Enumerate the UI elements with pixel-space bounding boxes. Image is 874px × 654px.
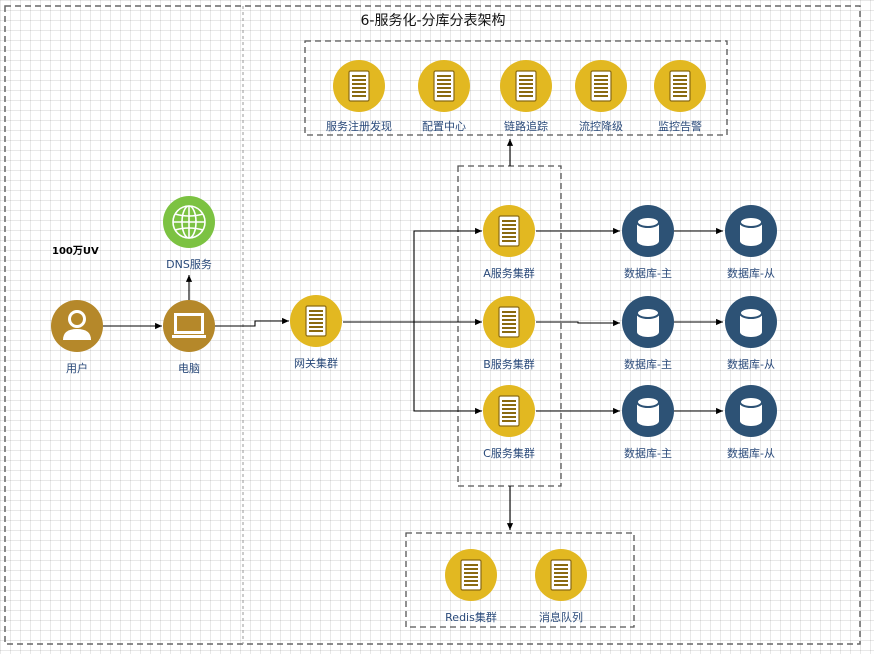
database-icon	[739, 216, 763, 246]
database-icon	[636, 216, 660, 246]
server-icon	[305, 305, 327, 337]
server-icon	[460, 559, 482, 591]
db-c-slave-label: 数据库-从	[727, 447, 775, 460]
dns-node[interactable]	[163, 196, 215, 248]
dns-label: DNS服务	[166, 258, 212, 271]
infra-group	[304, 40, 728, 136]
database-icon	[739, 396, 763, 426]
pc-node[interactable]	[163, 300, 215, 352]
globe-icon	[172, 205, 206, 239]
svc-b-label: B服务集群	[483, 358, 535, 371]
user-icon	[63, 310, 91, 340]
redis-label: Redis集群	[445, 611, 497, 624]
outer-boundary	[4, 5, 861, 645]
server-icon	[433, 70, 455, 102]
gateway-node[interactable]	[290, 295, 342, 347]
svc-a-node[interactable]	[483, 205, 535, 257]
monitor-node[interactable]	[654, 60, 706, 112]
edge-gateway-svc-c	[413, 322, 482, 415]
db-a-slave-node[interactable]	[725, 205, 777, 257]
edges	[103, 139, 723, 530]
monitor-icon	[172, 313, 206, 338]
tracing-label: 链路追踪	[504, 120, 548, 133]
server-icon	[515, 70, 537, 102]
gateway-label: 网关集群	[294, 357, 338, 370]
database-icon	[636, 307, 660, 337]
monitor-label: 监控告警	[658, 120, 702, 133]
db-a-master-node[interactable]	[622, 205, 674, 257]
db-a-master-label: 数据库-主	[624, 267, 672, 280]
db-b-master-label: 数据库-主	[624, 358, 672, 371]
ratelimit-label: 流控降级	[579, 120, 623, 133]
svc-a-label: A服务集群	[483, 267, 535, 280]
server-icon	[498, 306, 520, 338]
middleware-group	[405, 532, 635, 628]
pc-label: 电脑	[178, 362, 200, 375]
db-c-master-node[interactable]	[622, 385, 674, 437]
mq-label: 消息队列	[539, 611, 583, 624]
svc-b-node[interactable]	[483, 296, 535, 348]
config-node[interactable]	[418, 60, 470, 112]
db-b-slave-label: 数据库-从	[727, 358, 775, 371]
server-icon	[348, 70, 370, 102]
tracing-node[interactable]	[500, 60, 552, 112]
registry-node[interactable]	[333, 60, 385, 112]
redis-node[interactable]	[445, 549, 497, 601]
db-b-slave-node[interactable]	[725, 296, 777, 348]
edge-svc-b-db	[536, 319, 620, 327]
server-icon	[669, 70, 691, 102]
database-icon	[636, 396, 660, 426]
server-icon	[550, 559, 572, 591]
uv-annotation: 100万UV	[52, 246, 99, 257]
registry-label: 服务注册发现	[326, 120, 392, 133]
db-a-slave-label: 数据库-从	[727, 267, 775, 280]
config-label: 配置中心	[422, 120, 466, 133]
server-icon	[498, 215, 520, 247]
db-b-master-node[interactable]	[622, 296, 674, 348]
diagram-title: 6-服务化-分库分表架构	[360, 13, 506, 29]
ratelimit-node[interactable]	[575, 60, 627, 112]
database-icon	[739, 307, 763, 337]
server-icon	[498, 395, 520, 427]
svc-c-node[interactable]	[483, 385, 535, 437]
user-node[interactable]	[51, 300, 103, 352]
server-icon	[590, 70, 612, 102]
svc-c-label: C服务集群	[483, 447, 535, 460]
db-c-master-label: 数据库-主	[624, 447, 672, 460]
edge-gateway-svc-a	[343, 227, 482, 323]
edge-pc-gateway	[215, 317, 289, 327]
mq-node[interactable]	[535, 549, 587, 601]
db-c-slave-node[interactable]	[725, 385, 777, 437]
user-label: 用户	[66, 362, 88, 375]
